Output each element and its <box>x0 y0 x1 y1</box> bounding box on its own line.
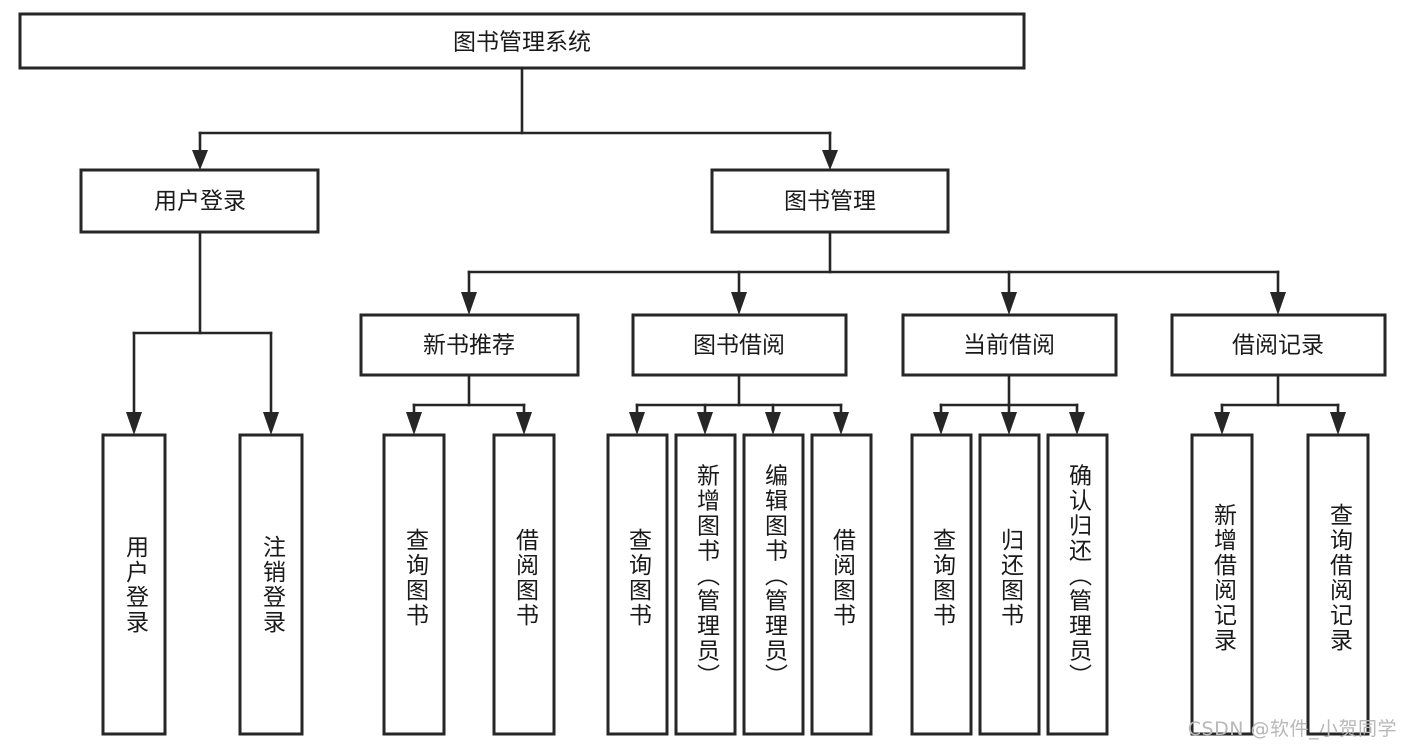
node-leaf-user-login-label: 用户登录 <box>122 535 150 635</box>
node-leaf-query-book-1-box[interactable] <box>382 433 446 736</box>
node-current-borrow-label: 当前借阅 <box>963 333 1055 359</box>
node-leaf-confirm-return-label: 确认归还（管理员） <box>1065 464 1093 689</box>
node-leaf-borrow-book-1-label: 借阅图书 <box>512 528 540 628</box>
arrow-head-icon <box>126 412 142 435</box>
node-leaf-borrow-book-2-box[interactable] <box>810 433 873 736</box>
connector-book-borrow-to-leaves <box>629 373 849 435</box>
arrow-head-icon <box>461 292 477 315</box>
arrow-head-icon <box>1001 412 1017 435</box>
node-leaf-add-book-box[interactable] <box>674 433 737 736</box>
arrow-head-icon <box>833 412 849 435</box>
node-book-management-label: 图书管理 <box>784 189 876 215</box>
node-leaf-return-book-label: 归还图书 <box>997 528 1025 628</box>
node-leaf-query-book-1-label: 查询图书 <box>402 528 430 628</box>
node-leaf-query-book-1[interactable]: 查询图书 <box>382 433 446 736</box>
arrow-head-icon <box>765 412 781 435</box>
node-borrow-record-box[interactable] <box>1170 313 1387 377</box>
node-root[interactable]: 图书管理系统 <box>18 12 1026 70</box>
node-book-management-box[interactable] <box>710 168 950 234</box>
node-leaf-borrow-book-2-label: 借阅图书 <box>829 528 857 628</box>
node-leaf-edit-book[interactable]: 编辑图书（管理员） <box>742 433 805 736</box>
node-user-login-label: 用户登录 <box>154 189 246 215</box>
node-leaf-query-record-box[interactable] <box>1306 433 1370 736</box>
node-book-borrow-label: 图书借阅 <box>693 333 785 359</box>
arrow-head-icon <box>1330 412 1346 435</box>
node-leaf-add-record[interactable]: 新增借阅记录 <box>1190 433 1254 736</box>
node-new-book-recommend[interactable]: 新书推荐 <box>359 313 580 377</box>
node-leaf-add-book[interactable]: 新增图书（管理员） <box>674 433 737 736</box>
node-user-login-box[interactable] <box>79 168 320 234</box>
node-user-login[interactable]: 用户登录 <box>79 168 320 234</box>
connector-book-management-to-level3 <box>461 230 1286 315</box>
watermark-text: CSDN @软件_小贺同学 <box>1187 718 1397 740</box>
node-current-borrow[interactable]: 当前借阅 <box>901 313 1118 377</box>
arrow-head-icon <box>516 412 532 435</box>
arrow-head-icon <box>406 412 422 435</box>
node-book-borrow[interactable]: 图书借阅 <box>631 313 848 377</box>
node-leaf-query-book-3[interactable]: 查询图书 <box>910 433 973 736</box>
node-leaf-query-record-label: 查询借阅记录 <box>1326 503 1354 653</box>
node-leaf-add-book-label: 新增图书（管理员） <box>693 464 721 689</box>
node-leaf-query-book-2[interactable]: 查询图书 <box>606 433 669 736</box>
node-book-borrow-box[interactable] <box>631 313 848 377</box>
node-leaf-query-book-2-box[interactable] <box>606 433 669 736</box>
node-leaf-borrow-book-2[interactable]: 借阅图书 <box>810 433 873 736</box>
arrow-head-icon <box>933 412 949 435</box>
node-leaf-return-book[interactable]: 归还图书 <box>978 433 1041 736</box>
node-leaf-borrow-book-1-box[interactable] <box>492 433 556 736</box>
node-leaf-query-record[interactable]: 查询借阅记录 <box>1306 433 1370 736</box>
arrow-head-icon <box>697 412 713 435</box>
arrow-head-icon <box>192 150 208 170</box>
node-leaf-return-book-box[interactable] <box>978 433 1041 736</box>
node-leaf-query-book-2-label: 查询图书 <box>625 528 653 628</box>
node-leaf-user-login[interactable]: 用户登录 <box>101 433 167 736</box>
node-leaf-add-record-box[interactable] <box>1190 433 1254 736</box>
node-borrow-record[interactable]: 借阅记录 <box>1170 313 1387 377</box>
node-leaf-query-book-3-box[interactable] <box>910 433 973 736</box>
node-root-box[interactable] <box>18 12 1026 70</box>
node-current-borrow-box[interactable] <box>901 313 1118 377</box>
node-leaf-add-record-label: 新增借阅记录 <box>1210 503 1238 653</box>
connector-borrow-record-to-leaves <box>1214 373 1346 435</box>
node-leaf-edit-book-box[interactable] <box>742 433 805 736</box>
node-borrow-record-label: 借阅记录 <box>1232 333 1324 359</box>
node-new-book-recommend-label: 新书推荐 <box>423 333 515 359</box>
arrow-head-icon <box>1001 292 1017 315</box>
node-leaf-confirm-return[interactable]: 确认归还（管理员） <box>1046 433 1109 736</box>
node-leaf-confirm-return-box[interactable] <box>1046 433 1109 736</box>
connector-user-login-to-leaves <box>126 230 279 435</box>
arrow-head-icon <box>1270 292 1286 315</box>
arrow-head-icon <box>1069 412 1085 435</box>
arrow-head-icon <box>629 412 645 435</box>
node-leaf-user-login-box[interactable] <box>101 433 167 736</box>
node-leaf-user-logout-label: 注销登录 <box>259 535 287 635</box>
node-leaf-edit-book-label: 编辑图书（管理员） <box>761 464 789 689</box>
node-leaf-query-book-3-label: 查询图书 <box>929 528 957 628</box>
node-leaf-user-logout-box[interactable] <box>238 433 304 736</box>
connector-current-borrow-to-leaves <box>933 373 1085 435</box>
node-leaf-borrow-book-1[interactable]: 借阅图书 <box>492 433 556 736</box>
node-root-label: 图书管理系统 <box>453 30 591 56</box>
node-book-management[interactable]: 图书管理 <box>710 168 950 234</box>
node-leaf-user-logout[interactable]: 注销登录 <box>238 433 304 736</box>
arrow-head-icon <box>731 292 747 315</box>
arrow-head-icon <box>263 412 279 435</box>
arrow-head-icon <box>822 150 838 170</box>
connector-root-to-level2 <box>192 66 838 170</box>
connector-new-book-recommend-to-leaves <box>406 373 532 435</box>
arrow-head-icon <box>1214 412 1230 435</box>
node-new-book-recommend-box[interactable] <box>359 313 580 377</box>
